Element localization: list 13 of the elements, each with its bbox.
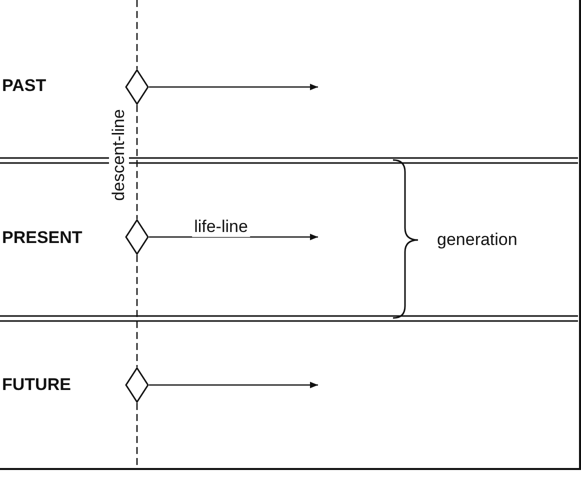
arrow bbox=[149, 382, 318, 388]
dashed-line bbox=[136, 255, 138, 367]
dashed-line bbox=[136, 105, 138, 219]
bracket-label: generation bbox=[437, 230, 518, 250]
edge-label: descent-line bbox=[109, 107, 129, 203]
edge-label: life-line bbox=[192, 217, 250, 237]
era-label: PRESENT bbox=[2, 228, 82, 248]
dashed-line bbox=[136, 0, 138, 69]
era-label: FUTURE bbox=[2, 375, 71, 395]
dashed-line bbox=[136, 403, 138, 470]
era-label: PAST bbox=[2, 76, 46, 96]
arrow bbox=[149, 84, 318, 90]
arrow bbox=[149, 234, 318, 240]
